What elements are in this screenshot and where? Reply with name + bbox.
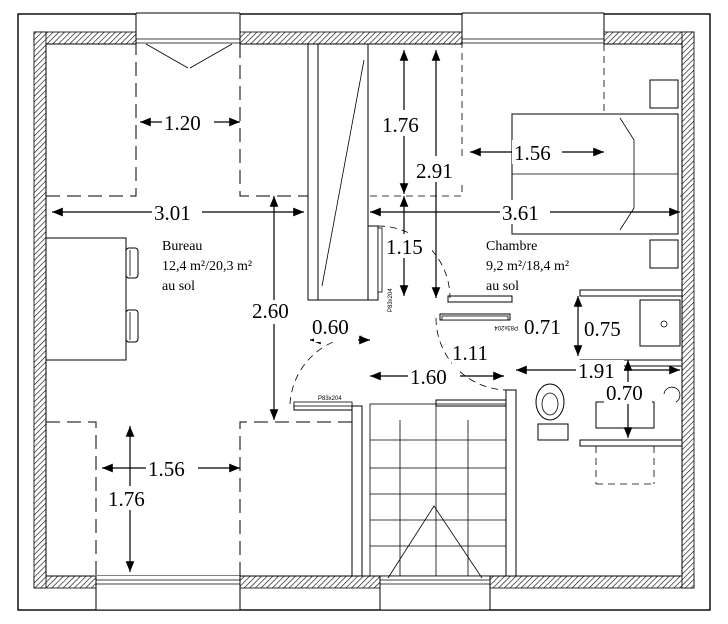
windows-top	[135, 12, 605, 69]
doors: P83x204 P83x204 P83x204	[289, 225, 518, 407]
windows-bottom	[95, 505, 491, 611]
chambre-name: Chambre	[486, 239, 537, 254]
dim-label-1-11: 1.11	[452, 341, 488, 365]
dim-label-2-91: 2.91	[416, 159, 453, 183]
dim-label-1-60: 1.60	[410, 365, 447, 389]
dim-label-2-60: 2.60	[252, 299, 289, 323]
dim-label-0-75: 0.75	[584, 317, 621, 341]
dim-label-1-20: 1.20	[164, 111, 201, 135]
door-label-a: P83x204	[388, 288, 394, 312]
chambre-floor: au sol	[486, 279, 519, 294]
dim-label-1-76-top: 1.76	[382, 113, 419, 137]
desk	[45, 237, 139, 361]
door-label-b: P83x204	[318, 396, 342, 402]
bureau-floor: au sol	[162, 279, 195, 294]
dim-label-0-70: 0.70	[606, 381, 643, 405]
door-label-c: P83x204	[494, 324, 518, 330]
dim-label-0-71: 0.71	[524, 315, 561, 339]
dim-label-1-91: 1.91	[578, 359, 615, 383]
dim-label-3-01: 3.01	[154, 201, 191, 225]
dim-label-1-76-bottom: 1.76	[108, 487, 145, 511]
dim-label-3-61: 3.61	[502, 201, 539, 225]
dim-label-0-60: 0.60	[312, 315, 349, 339]
dim-label-1-56-top: 1.56	[514, 141, 551, 165]
staircase	[369, 403, 507, 577]
dim-label-1-56-bottom: 1.56	[148, 457, 185, 481]
dimension-labels: 1.20 1.76 2.91 1.56 3.01 3.61 1.15 2.60 …	[108, 108, 652, 511]
room-label-bureau: Bureau 12,4 m²/20,3 m² au sol	[162, 239, 252, 294]
bureau-name: Bureau	[162, 239, 202, 254]
dim-label-1-15: 1.15	[386, 235, 423, 259]
room-label-chambre: Chambre 9,2 m²/18,4 m² au sol	[486, 239, 569, 294]
bureau-area: 12,4 m²/20,3 m²	[162, 259, 252, 274]
chambre-area: 9,2 m²/18,4 m²	[486, 259, 569, 274]
